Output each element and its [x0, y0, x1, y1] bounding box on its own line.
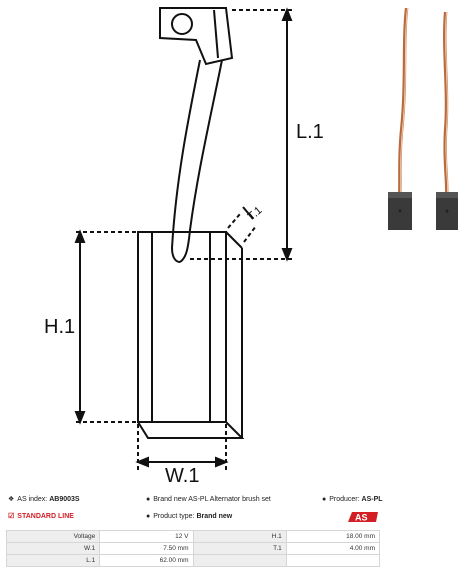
dimension-arrows	[74, 7, 293, 468]
dimension-extension-lines	[76, 9, 292, 470]
param-value: 12 V	[99, 530, 194, 543]
param-name: T.1	[192, 542, 287, 555]
standard-line-label: STANDARD LINE	[17, 513, 74, 520]
logo-text: AS	[355, 513, 368, 523]
table-row: W.1 7.50 mm T.1 4.00 mm	[5, 542, 381, 555]
as-logo: AS	[348, 512, 378, 523]
dimension-label-h1: H.1	[44, 316, 75, 338]
carbon-brush-body	[137, 231, 245, 439]
producer-value: AS-PL	[361, 496, 383, 503]
dimension-label-t1: T.1	[246, 204, 265, 223]
info-icon: ●	[322, 496, 327, 503]
param-value: 62.00 mm	[99, 554, 194, 567]
parameters-table: Voltage 12 V H.1 18.00 mm W.1 7.50 mm T.…	[5, 530, 381, 567]
info-icon: ●	[146, 513, 151, 520]
description: ● Brand new AS-PL Alternator brush set	[146, 496, 271, 503]
info-icon: ●	[146, 496, 151, 503]
terminal-lug	[159, 7, 234, 66]
brush-photo-right	[436, 11, 458, 230]
param-name: H.1	[192, 530, 287, 543]
dimension-label-l1: L.1	[296, 121, 324, 143]
param-value: 18.00 mm	[285, 530, 381, 543]
producer-label: Producer:	[329, 496, 360, 503]
table-row: Voltage 12 V H.1 18.00 mm	[5, 530, 381, 543]
dimension-label-w1: W.1	[165, 465, 199, 487]
param-name	[192, 554, 287, 567]
as-index: ❖ AS index: AB9003S	[8, 496, 80, 503]
param-name: L.1	[5, 554, 101, 567]
tag-icon: ❖	[8, 496, 15, 503]
param-value: 7.50 mm	[99, 542, 194, 555]
param-name: Voltage	[5, 530, 101, 543]
product-type: ● Product type: Brand new	[146, 513, 232, 520]
param-value	[285, 554, 381, 567]
technical-drawing: L.1 T.1 H.1 W.1	[44, 7, 458, 487]
as-index-value: AB9003S	[49, 496, 80, 503]
as-index-label: AS index:	[17, 496, 48, 503]
product-info: ❖ AS index: AB9003S ● Brand new AS-PL Al…	[0, 496, 465, 526]
brush-photo-left	[388, 7, 412, 230]
standard-line: ☑ STANDARD LINE	[8, 513, 74, 520]
producer: ● Producer: AS-PL	[322, 496, 383, 503]
table-row: L.1 62.00 mm	[5, 554, 381, 567]
description-text: Brand new AS-PL Alternator brush set	[153, 496, 271, 503]
product-photo	[388, 7, 458, 230]
brush-lead	[171, 59, 223, 263]
param-value: 4.00 mm	[285, 542, 381, 555]
param-name: W.1	[5, 542, 101, 555]
check-icon: ☑	[8, 513, 15, 520]
product-type-value: Brand new	[196, 513, 233, 520]
product-type-label: Product type:	[153, 513, 195, 520]
